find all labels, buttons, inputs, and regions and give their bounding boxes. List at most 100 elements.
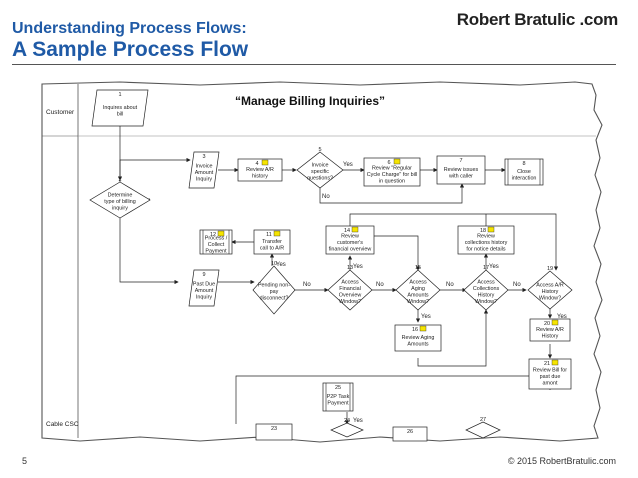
flow-node-label: Window? — [539, 296, 561, 302]
flow-node-number: 4 — [255, 161, 258, 167]
flow-node-number: 13 — [347, 265, 353, 271]
note-flag-icon — [273, 230, 281, 237]
flow-node-label: Window? — [407, 299, 429, 305]
flow-node-label: Access — [341, 279, 359, 285]
copyright: © 2015 RobertBratulic.com — [507, 456, 616, 466]
flow-node-label: History — [478, 292, 495, 298]
flow-node-number: 1 — [118, 92, 121, 98]
flow-node-label: Amount — [195, 170, 214, 176]
flow-node-shape — [465, 421, 501, 439]
flow-node-label: P2P Task — [327, 394, 350, 400]
flow-node-number: 19 — [547, 266, 553, 272]
flow-node-number: 16 — [412, 327, 418, 333]
flow-node-number: 25 — [335, 385, 341, 391]
edge-no-13: No — [376, 282, 384, 288]
flow-node-label: type of billing — [104, 199, 135, 205]
flow-node-label: interaction — [512, 175, 537, 181]
flow-node-label: questions? — [307, 176, 333, 182]
flow-node-number: 14 — [344, 228, 350, 234]
edge-no-15: No — [446, 282, 454, 288]
flow-node-shape — [330, 422, 364, 438]
flow-node-shape — [188, 151, 220, 189]
flow-node-shape — [394, 324, 442, 352]
flow-node-label: Payment — [205, 249, 227, 255]
edge-yes-5: Yes — [343, 162, 353, 168]
edge-yes-15: Yes — [421, 314, 431, 320]
lane-label-cable-csc: Cable CSC — [46, 421, 79, 428]
note-flag-icon — [551, 319, 559, 326]
flow-node-label: Amounts — [407, 341, 429, 347]
page-number: 5 — [22, 456, 28, 466]
flow-node-shape — [188, 269, 220, 307]
edge-no-5: No — [322, 194, 330, 200]
diagram-caption: “Manage Billing Inquiries” — [235, 94, 385, 108]
flow-node-shape — [253, 229, 291, 255]
flow-node-label: inquiry — [112, 206, 128, 212]
flow-node-number: 17 — [483, 265, 489, 271]
flow-node-label: Review — [341, 234, 359, 240]
flow-node-label: Access A/R — [536, 283, 564, 289]
flow-node-number: 26 — [407, 429, 413, 435]
note-flag-icon — [217, 230, 225, 237]
flow-node-label: Inquires about — [103, 105, 138, 111]
title-line-1: Understanding Process Flows: — [12, 20, 247, 37]
flow-node-label: bill — [117, 111, 124, 117]
flow-node-number: 15 — [415, 265, 421, 271]
flow-node-shape — [296, 151, 344, 189]
flow-node-label: Transfer — [262, 239, 282, 245]
flow-node-label: Invoice — [311, 163, 328, 169]
flow-node-label: Window? — [475, 299, 497, 305]
flow-node-number: 27 — [480, 417, 486, 423]
flow-node-number: 12 — [210, 232, 216, 238]
flow-node-shape — [237, 158, 283, 182]
flow-node-shape — [457, 225, 515, 255]
flow-node-number: 9 — [202, 272, 205, 278]
flow-node-label: Aging — [411, 286, 425, 292]
flow-node-label: Window? — [339, 299, 361, 305]
flow-node-label: Collect — [208, 242, 225, 248]
flow-node-number: 6 — [387, 160, 390, 166]
flow-node-number: 24 — [344, 418, 350, 424]
flow-node-label: in question — [379, 179, 405, 185]
flow-node-label: History — [542, 333, 559, 339]
flow-node-shape — [528, 358, 572, 390]
flow-node-label: Review A/R — [536, 327, 564, 333]
note-flag-icon — [351, 226, 359, 233]
edge-yes-13: Yes — [353, 264, 363, 270]
flow-node-label: Review Aging — [402, 335, 435, 341]
flow-node-label: for notice details — [466, 247, 506, 253]
flow-node-label: Access — [409, 279, 427, 285]
flow-node-shape — [325, 225, 375, 255]
flow-node-label: customer's — [337, 240, 363, 246]
flow-node-number: 18 — [480, 228, 486, 234]
flow-node-shape — [436, 155, 486, 185]
flow-node-label: collections history — [465, 240, 508, 246]
flow-node-label: Collections — [473, 286, 500, 292]
flow-node-label: Payment — [327, 400, 349, 406]
flow-node-label: financial overview — [329, 247, 372, 253]
flow-node-label: Review — [477, 234, 495, 240]
flow-node-number: 10 — [271, 261, 277, 267]
flow-node-label: call to A/R — [260, 245, 284, 251]
flow-node-number: 7 — [459, 158, 462, 164]
flow-node-shape — [529, 318, 571, 342]
note-flag-icon — [393, 158, 401, 165]
flow-node-label: Review issues — [444, 167, 479, 173]
